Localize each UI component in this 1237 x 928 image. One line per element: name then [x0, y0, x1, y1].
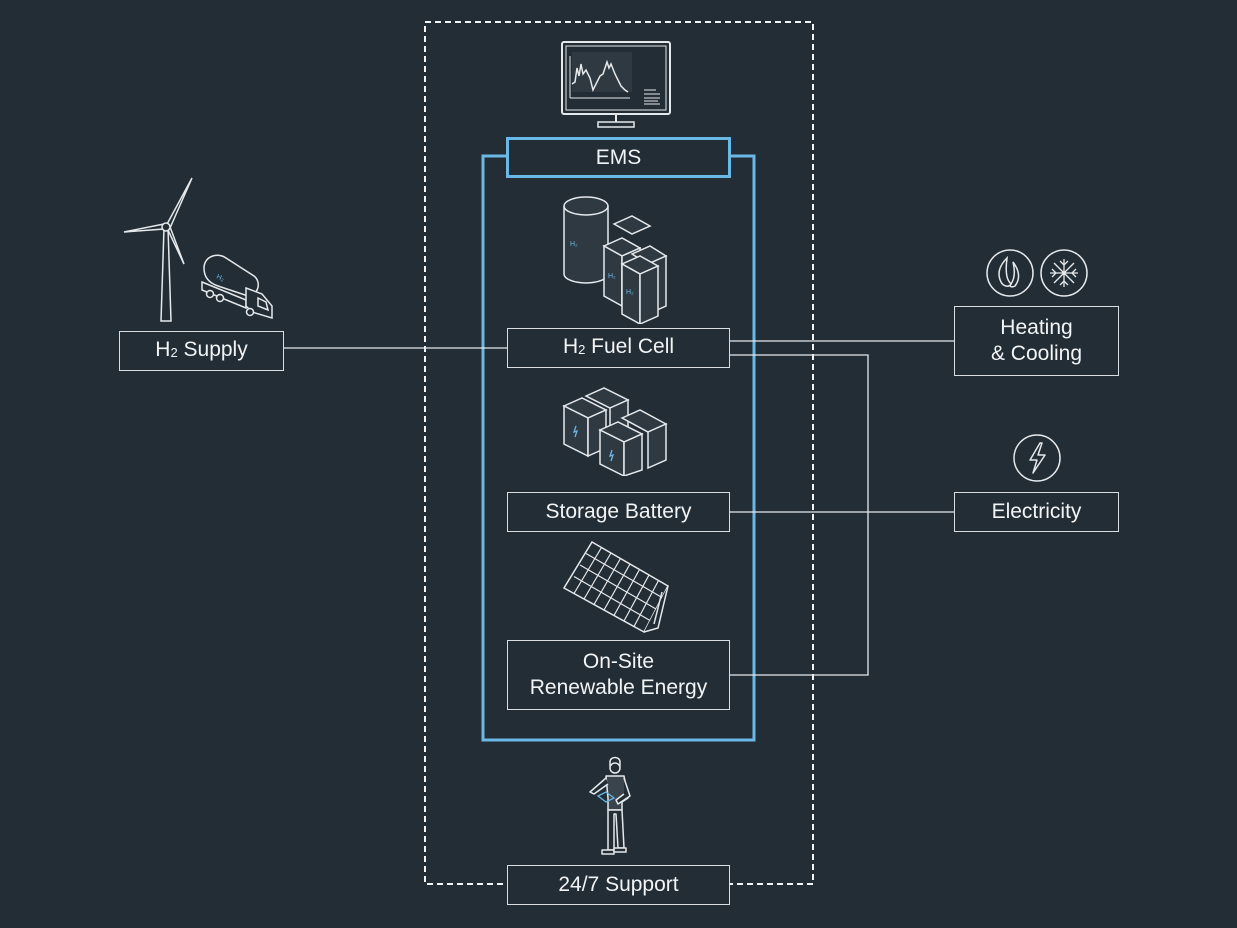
snowflake-icon [1040, 249, 1088, 297]
h2-supply-label: H2 Supply [155, 338, 248, 361]
renewable-label-line1: On-Site [582, 650, 655, 673]
storage-battery-label: Storage Battery [545, 500, 692, 523]
lightning-bolt-icon [1013, 434, 1061, 482]
heating-label-line2: & Cooling [990, 342, 1083, 365]
support-label: 24/7 Support [558, 873, 679, 896]
svg-text:H₂: H₂ [570, 241, 578, 248]
hydrogen-tank-fuel-cell-icon: H₂ H₂ H₂ [563, 196, 668, 324]
ems-label: EMS [595, 145, 642, 169]
on-site-renewable-box: On-Site Renewable Energy [507, 640, 730, 710]
svg-text:H₂: H₂ [626, 289, 634, 296]
svg-text:H₂: H₂ [608, 273, 616, 280]
storage-battery-box: Storage Battery [507, 492, 730, 532]
battery-modules-icon [562, 387, 668, 476]
solar-panel-icon [562, 540, 669, 634]
heating-label-line1: Heating [1000, 316, 1073, 339]
h2-fuel-cell-box: H2 Fuel Cell [507, 328, 730, 368]
connector-bus [730, 354, 869, 676]
h2-supply-box: H2 Supply [119, 331, 284, 371]
flame-icon [986, 249, 1034, 297]
svg-text:H₂: H₂ [215, 273, 225, 283]
support-box: 24/7 Support [507, 865, 730, 905]
hydrogen-tanker-truck-icon: H₂ [201, 254, 273, 320]
heating-cooling-box: Heating & Cooling [954, 306, 1119, 376]
renewable-label-line2: Renewable Energy [529, 676, 708, 699]
technician-person-icon [589, 756, 631, 855]
wind-turbine-icon [123, 177, 193, 322]
electricity-label: Electricity [991, 500, 1082, 523]
monitor-chart-icon [561, 41, 671, 128]
h2-fuel-cell-label: H2 Fuel Cell [562, 335, 675, 358]
electricity-box: Electricity [954, 492, 1119, 532]
ems-box: EMS [506, 137, 731, 178]
